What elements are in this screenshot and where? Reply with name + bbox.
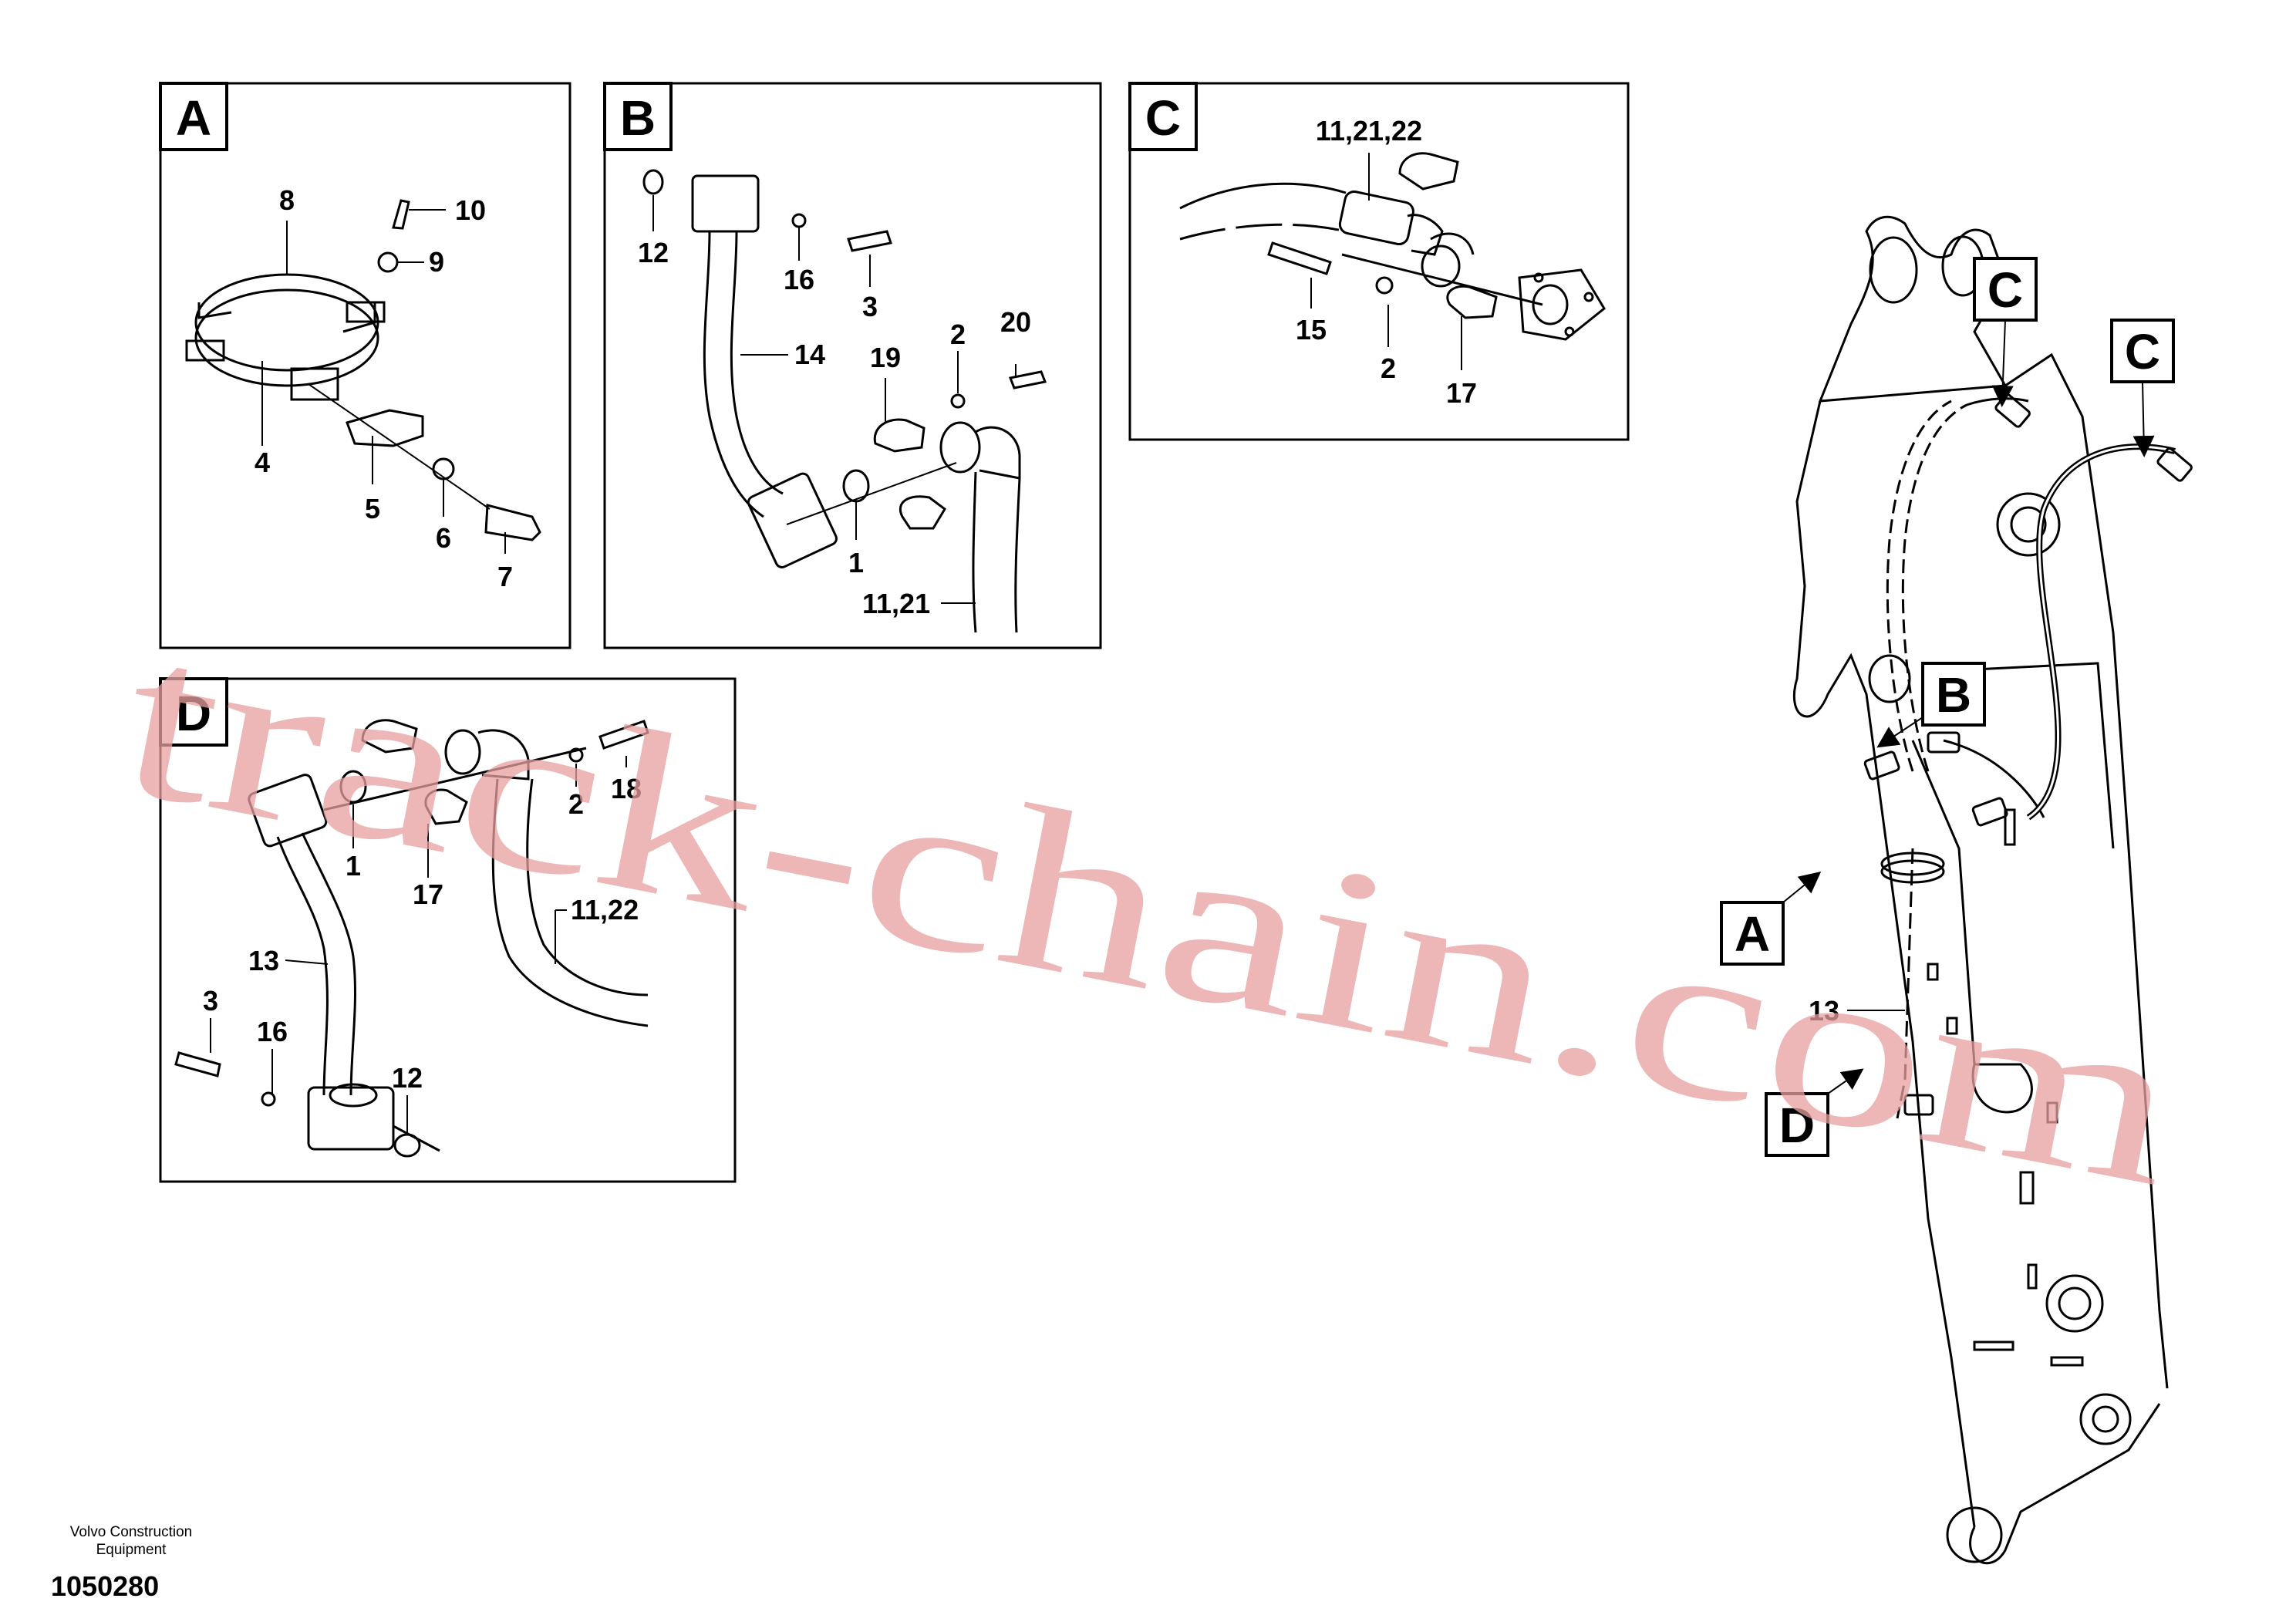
panel-d-leaders [210,756,627,1134]
boom-right-edge [2004,352,2169,1389]
callout-d-3: 3 [203,985,218,1017]
panel-d: D [159,677,737,1183]
panel-b: B [603,82,1102,649]
pipe-13-drawing [174,719,649,1158]
panel-a: A 8 10 9 4 5 [159,82,571,649]
callout-a-6: 6 [436,522,451,554]
watermark: track-chain.com [105,586,2198,1235]
footer-doc-number: 1050280 [51,1570,160,1602]
callout-a-7: 7 [497,561,513,592]
panel-a-leaders [261,209,506,554]
marker-c-1: C [1973,257,2038,407]
panel-c-leaders [1310,153,1462,370]
callout-d-13: 13 [248,945,279,976]
panel-b-leaders [652,195,1017,604]
hose-dashed-1 [1886,400,1952,772]
marker-c-2: C [2110,319,2175,457]
callout-a-5: 5 [365,493,380,524]
marker-d: D [1765,1068,1864,1157]
callout-d-16: 16 [257,1016,288,1047]
callout-a-9: 9 [429,246,444,278]
marker-a: A [1720,871,1822,966]
pipe-14-drawing [642,169,1047,633]
callout-c-15: 15 [1296,314,1327,346]
callout-c-11-21-22: 11,21,22 [1316,115,1422,147]
callout-d-17: 17 [413,878,443,910]
svg-text:A: A [1735,906,1770,962]
svg-text:D: D [1779,1098,1815,1153]
panel-d-letter: D [176,686,211,741]
callout-b-16: 16 [784,264,814,295]
svg-text:C: C [2125,324,2160,379]
callout-a-4: 4 [255,447,270,478]
svg-text:C: C [1988,262,2023,318]
callout-d-11-22: 11,22 [571,894,639,926]
callout-b-14: 14 [794,339,825,370]
callout-d-12: 12 [392,1062,423,1094]
callout-b-12: 12 [638,237,669,268]
panel-b-letter: B [620,90,656,146]
callout-d-1: 1 [346,850,361,882]
svg-text:B: B [1936,667,1971,723]
marker-b: B [1876,662,1986,748]
clamp-drawing [185,199,541,541]
overview-callout-13: 13 [1809,995,1839,1027]
callout-b-3: 3 [862,291,878,322]
panel-a-letter: A [176,90,211,146]
footer-company: Volvo Construction Equipment [69,1524,193,1558]
callout-b-11-21: 11,21 [862,588,930,619]
callout-a-8: 8 [279,184,295,216]
callout-b-20: 20 [1000,306,1031,338]
panel-c: C 11,21,22 15 2 17 [1128,82,1630,441]
callout-b-2: 2 [950,319,966,350]
boom-overview [1792,215,2193,1565]
overview-markers: C C B A D 13 [1720,257,2175,1157]
callout-b-1: 1 [848,547,864,578]
callout-c-2: 2 [1381,352,1396,384]
boom-top-bracket [1818,215,2008,403]
callout-a-10: 10 [455,194,486,226]
boom-left-edge [1792,400,1976,1528]
callout-c-17: 17 [1446,377,1477,409]
callout-b-19: 19 [870,342,901,373]
callout-d-2: 2 [568,788,584,820]
callout-d-18: 18 [611,773,642,804]
panel-c-letter: C [1145,90,1181,146]
hose-c-drawing [1179,152,1606,341]
